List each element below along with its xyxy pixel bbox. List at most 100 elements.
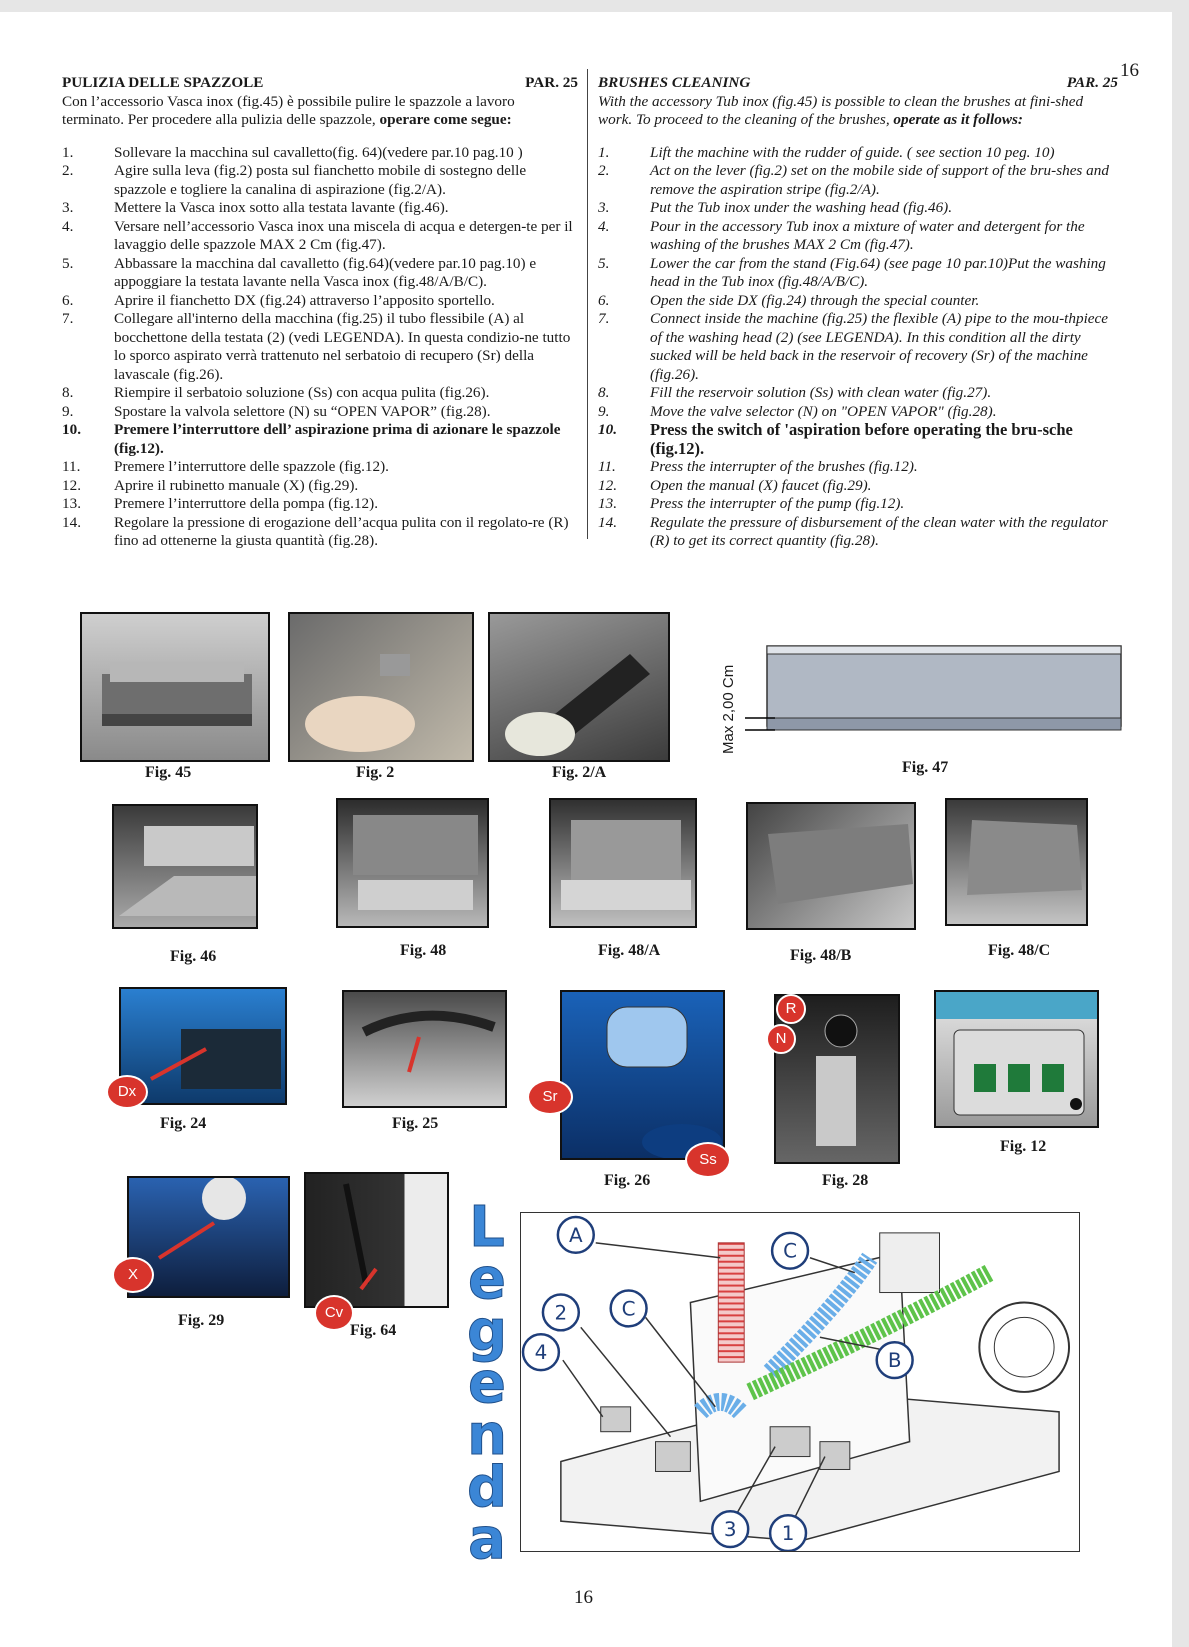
step-text: Press the interrupter of the pump (fig.1… <box>650 495 905 512</box>
label-r: R <box>776 994 806 1024</box>
step-text: Collegare all'interno della macchina (fi… <box>114 310 571 383</box>
photo-fig48b <box>746 802 916 930</box>
step-item: 12.Open the manual (X) faucet (fig.29). <box>598 477 1118 496</box>
photo-fig48a <box>549 798 697 928</box>
step-number: 12. <box>598 476 617 494</box>
italian-heading: PULIZIA DELLE SPAZZOLE PAR. 25 <box>62 74 578 93</box>
step-text: Move the valve selector (N) on "OPEN VAP… <box>650 402 997 420</box>
caption-fig28: Fig. 28 <box>822 1172 869 1189</box>
step-number: 4. <box>598 217 610 235</box>
legenda-letter: a <box>468 1507 506 1570</box>
step-item: 6.Aprire il fianchetto DX (fig.24) attra… <box>62 292 578 311</box>
label-n: N <box>766 1024 796 1054</box>
label-ss: Ss <box>685 1142 731 1178</box>
step-number: 5. <box>598 254 610 272</box>
label-cv: Cv <box>314 1295 354 1331</box>
callout-c-mid-circle <box>609 1289 648 1328</box>
callout-4: 4 <box>535 1341 548 1364</box>
photo-fig12-control-panel <box>934 990 1099 1128</box>
caption-fig25: Fig. 25 <box>392 1115 439 1132</box>
step-number: 4. <box>62 217 74 235</box>
caption-fig47: Fig. 47 <box>902 759 949 776</box>
caption-fig29: Fig. 29 <box>178 1312 225 1329</box>
callout-b-circle <box>875 1340 914 1380</box>
step-text: Premere l’interruttore delle spazzole (f… <box>114 458 389 475</box>
step-number: 14. <box>598 513 617 531</box>
step-text: Premere l’interruttore della pompa (fig.… <box>114 495 378 512</box>
step-item: 9. Move the valve selector (N) on "OPEN V… <box>598 403 1118 422</box>
step-text: Lift the machine with the rudder of guid… <box>650 143 1055 161</box>
step-text: Regulate the pressure of disbursement of… <box>650 513 1108 550</box>
step-item: 6. Open the side DX (fig.24) through the … <box>598 292 1118 311</box>
step-number: 13. <box>598 495 617 512</box>
step-text: Spostare la valvola selettore (N) su “OP… <box>114 402 491 420</box>
photo-fig24 <box>119 987 287 1105</box>
step-item: 14. Regulate the pressure of disbursement… <box>598 514 1118 551</box>
callout-3-circle <box>711 1509 750 1549</box>
step-number: 11. <box>62 458 81 475</box>
step-text: Riempire il serbatoio soluzione (Ss) con… <box>114 384 490 401</box>
step-text: Mettere la Vasca inox sotto alla testata… <box>114 199 449 216</box>
english-heading: BRUSHES CLEANING PAR. 25 <box>598 74 1118 93</box>
caption-fig2: Fig. 2 <box>356 764 395 781</box>
step-number: 1. <box>62 143 74 161</box>
photo-fig48 <box>336 798 489 928</box>
step-item: 13.Premere l’interruttore della pompa (f… <box>62 495 578 514</box>
callout-2-circle <box>541 1293 581 1332</box>
step-item: 4. Versare nell’accessorio Vasca inox una… <box>62 218 578 255</box>
step-number: 8. <box>62 384 74 401</box>
step-number: 2. <box>598 162 610 179</box>
photo-fig46 <box>112 804 258 929</box>
callout-2: 2 <box>555 1301 568 1324</box>
callout-4-circle <box>521 1333 561 1372</box>
callout-b: B <box>888 1349 902 1372</box>
label-sr: Sr <box>527 1079 573 1115</box>
step-text: Sollevare la macchina sul cavalletto(fig… <box>114 143 523 161</box>
step-item: 5.Lower the car from the stand (Fig.64) … <box>598 255 1118 292</box>
italian-title: PULIZIA DELLE SPAZZOLE <box>62 74 264 91</box>
fig47-tub-diagram <box>745 644 1125 739</box>
step-text: Abbassare la macchina dal cavalletto (fi… <box>114 254 537 291</box>
step-number: 9. <box>598 402 610 420</box>
callout-1: 1 <box>782 1522 795 1545</box>
step-number: 10. <box>62 421 81 438</box>
step-text: Act on the lever (fig.2) set on the mobi… <box>650 162 1109 198</box>
english-intro: With the accessory Tub inox (fig.45) is … <box>598 92 1084 129</box>
step-text: Connect inside the machine (fig.25) the … <box>650 310 1109 383</box>
caption-fig45: Fig. 45 <box>145 764 192 781</box>
caption-fig46: Fig. 46 <box>170 948 217 965</box>
step-text: Premere l’interruttore dell’ aspirazione… <box>114 421 561 457</box>
photo-fig2a-stripe <box>488 612 670 762</box>
manual-page: 16 PULIZIA DELLE SPAZZOLE PAR. 25 Con l’… <box>0 12 1172 1647</box>
step-item: 4. Pour in the accessory Tub inox a mixtu… <box>598 218 1118 255</box>
page-number-top: 16 <box>1120 60 1139 81</box>
step-number: 12. <box>62 476 81 494</box>
step-number: 5. <box>62 254 74 272</box>
step-number: 11. <box>598 458 616 475</box>
step-item: 8.Fill the reservoir solution (Ss) with … <box>598 384 1118 403</box>
step-text: Open the side DX (fig.24) through the sp… <box>650 291 980 309</box>
italian-column: PULIZIA DELLE SPAZZOLE PAR. 25 Con l’acc… <box>62 74 578 551</box>
callout-3: 3 <box>724 1518 737 1541</box>
english-column: BRUSHES CLEANING PAR. 25 With the access… <box>598 74 1118 551</box>
callout-a: A <box>569 1224 583 1247</box>
english-steps: 1.Lift the machine with the rudder of gu… <box>598 144 1118 551</box>
step-number: 3. <box>62 199 74 216</box>
step-item: 11.Press the interrupter of the brushes … <box>598 458 1118 477</box>
step-text: Pour in the accessory Tub inox a mixture… <box>650 217 1085 254</box>
step-item: 7. Connect inside the machine (fig.25) th… <box>598 310 1118 384</box>
step-number: 7. <box>598 310 610 327</box>
step-item: 9.Spostare la valvola selettore (N) su “… <box>62 403 578 422</box>
step-number: 6. <box>598 291 610 309</box>
page-number-bottom: 16 <box>574 1587 593 1608</box>
step-text: Put the Tub inox under the washing head … <box>650 199 953 216</box>
step-text: Versare nell’accessorio Vasca inox una m… <box>114 217 573 254</box>
step-number: 10. <box>598 421 617 438</box>
legenda-letter: g <box>467 1299 507 1364</box>
step-item: 8. Riempire il serbatoio soluzione (Ss) c… <box>62 384 578 403</box>
caption-fig2a: Fig. 2/A <box>552 764 607 781</box>
italian-steps: 1. Sollevare la macchina sul cavalletto(f… <box>62 144 578 551</box>
step-item: 10.Press the switch of 'aspiration befor… <box>598 420 1118 458</box>
